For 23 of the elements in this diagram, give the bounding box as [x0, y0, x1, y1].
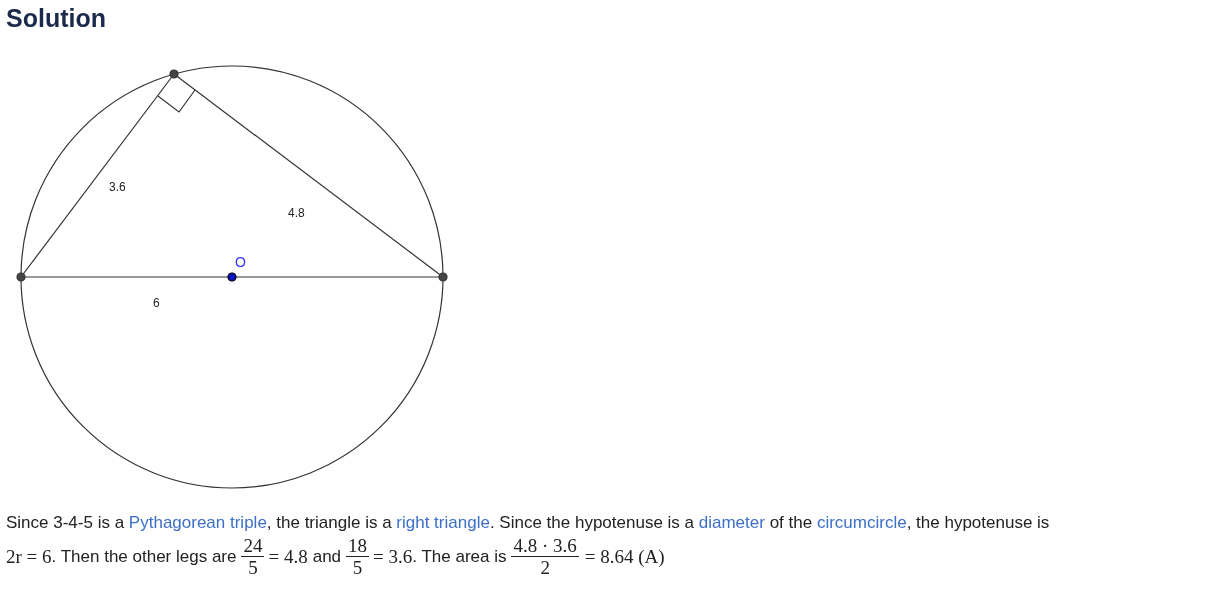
text-link: right triangle [396, 513, 490, 532]
text-link: diameter [698, 513, 765, 532]
heading: Solution [6, 4, 106, 33]
fraction-numerator: 24 [241, 535, 265, 557]
fraction-numerator: 18 [346, 535, 370, 557]
solution-text: . Then the other legs are [51, 546, 237, 567]
text-link: Pythagorean triple [128, 513, 267, 532]
fraction-denominator: 5 [352, 557, 363, 578]
math-expression: = 8.64 (A) [584, 545, 665, 568]
fraction-denominator: 2 [540, 557, 550, 578]
math-expression: = 4.8 [268, 545, 308, 568]
math-expression: 2r = 6 [6, 545, 52, 568]
solution-text: . The area is [412, 546, 507, 567]
length-label: 6 [153, 296, 160, 310]
solution-text: and [312, 546, 342, 567]
length-label: 4.8 [288, 206, 305, 220]
center-label: O [235, 254, 246, 270]
math-expression: = 3.6 [373, 545, 413, 568]
solution-text: Since 3-4-5 is a Pythagorean triple, the triangle is a right triangle. Since the hypotenuse is a diameter of the circumcircle, the hypotenuse is [6, 513, 1050, 533]
fraction-numerator: 4.8 · 3.6 [511, 535, 579, 557]
length-label: 3.6 [109, 180, 126, 194]
text-link: circumcircle [816, 513, 907, 532]
fraction-denominator: 5 [248, 557, 258, 578]
